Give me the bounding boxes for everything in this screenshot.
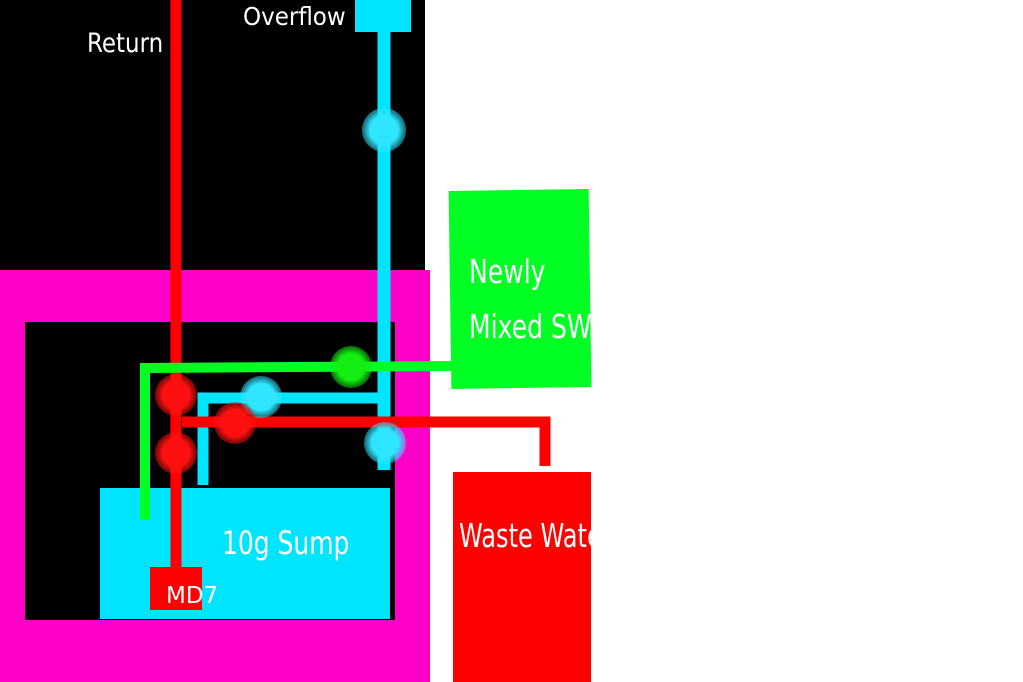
new-saltwater-label-line2: Mixed SW bbox=[469, 307, 592, 346]
tank-background bbox=[0, 0, 425, 270]
valve-return-upper bbox=[155, 374, 197, 416]
return-label: Return bbox=[87, 28, 164, 59]
valve-overflow-top bbox=[362, 108, 406, 152]
valve-overflow-bottom bbox=[364, 422, 406, 464]
valve-new-saltwater bbox=[330, 346, 372, 388]
overflow-box bbox=[355, 0, 411, 32]
sump-label: 10g Sump bbox=[222, 524, 350, 562]
pump-md7 bbox=[150, 567, 202, 610]
pump-label: MD7 bbox=[166, 583, 219, 609]
waste-water-container bbox=[453, 472, 591, 682]
sump-transfer-line bbox=[197, 392, 378, 485]
waste-line bbox=[182, 416, 551, 466]
overflow-label: Overflow bbox=[243, 2, 346, 31]
valve-return-lower bbox=[155, 432, 197, 474]
waste-water-label: Waste Water bbox=[459, 516, 612, 555]
valve-waste bbox=[214, 402, 256, 444]
new-saltwater-label-line1: Newly bbox=[469, 252, 546, 291]
